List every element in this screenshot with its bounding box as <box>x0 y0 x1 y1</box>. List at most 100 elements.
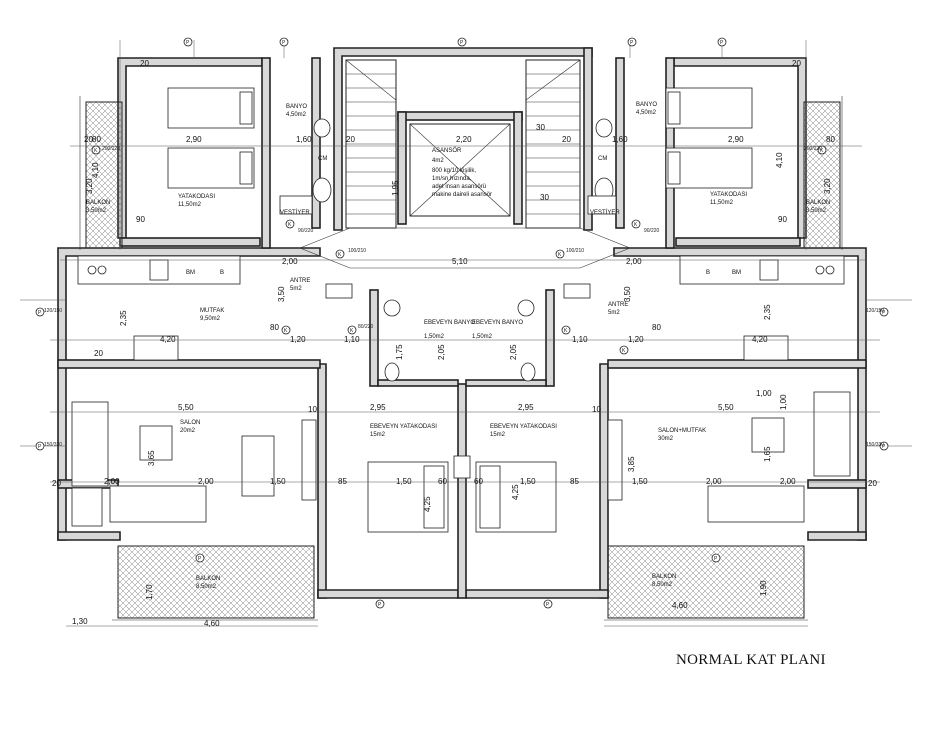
dim-label: 2,35 <box>763 304 772 320</box>
elevator-line-4: makine daireli asansör <box>432 192 492 198</box>
dim-label: 2,90 <box>186 135 202 144</box>
dim-label: 1,75 <box>395 344 404 360</box>
dim-label: 2,20 <box>456 135 472 144</box>
dim-label: 1,60 <box>612 135 628 144</box>
dim-label: 2,95 <box>518 403 534 412</box>
dim-label: 20 <box>792 59 801 68</box>
dim-label: 4,25 <box>423 496 432 512</box>
door-marker-k: K <box>634 222 638 228</box>
dim-label: 80 <box>270 323 279 332</box>
dim-label: 2,00 <box>104 477 120 486</box>
room-name-balcony-right-top: BALKON <box>806 200 830 206</box>
dim-label: 4,10 <box>775 152 784 168</box>
dim-label: 3,20 <box>823 178 832 194</box>
dim-label: 2,00 <box>626 257 642 266</box>
balconies <box>79 96 843 621</box>
dim-label: 1,20 <box>628 335 644 344</box>
dim-label: 3,85 <box>627 456 636 472</box>
room-name-master-bed-right: EBEVEYN YATAKODASI <box>490 424 557 430</box>
elevator-line-3: adet insan asansörü <box>432 184 486 190</box>
room-name-master-bath-left: EBEVEYN BANYO <box>424 320 475 326</box>
dim-label: 1,30 <box>72 617 88 626</box>
dim-label: 4,20 <box>160 335 176 344</box>
dim-label: 85 <box>338 477 347 486</box>
room-name-salon-right: SALON+MUTFAK <box>658 428 706 434</box>
window-size-label: 120/150 <box>44 308 62 314</box>
window-marker-p: P <box>630 40 634 46</box>
dim-label: 2,00 <box>282 257 298 266</box>
window-size-label: 120/150 <box>866 308 884 314</box>
dim-label: 1,00 <box>756 389 772 398</box>
window-marker-p: P <box>198 556 202 562</box>
room-area-master-bed-right: 15m2 <box>490 432 506 438</box>
dim-label: 20 <box>562 135 571 144</box>
exterior-walls <box>57 47 867 599</box>
room-area-bath-left: 4,50m2 <box>286 112 307 118</box>
room-area-master-bed-left: 15m2 <box>370 432 386 438</box>
dim-label: 1,95 <box>391 180 400 196</box>
room-area-bath-right: 4,50m2 <box>636 110 657 116</box>
dim-label: 2,05 <box>509 344 518 360</box>
dim-label: 10 <box>308 405 317 414</box>
room-name-balcony-left-top: BALKON <box>86 200 110 206</box>
dim-label: 85 <box>570 477 579 486</box>
plan-title: NORMAL KAT PLANI <box>676 652 826 668</box>
room-name-balcony-left-bottom: BALKON <box>196 576 220 582</box>
vertical-dimension-labels: 4,10 4,10 3,20 3,20 3,50 3,50 2,35 2,35 … <box>85 152 832 600</box>
b-label-left: B <box>220 270 224 276</box>
dim-label: 1,00 <box>779 394 788 410</box>
room-name-antre-left: ANTRE <box>290 278 310 284</box>
dim-label: 20 <box>140 59 149 68</box>
dim-label: 4,10 <box>91 162 100 178</box>
dim-label: 90 <box>136 215 145 224</box>
door-marker-k: K <box>288 222 292 228</box>
door-size-label: 100/210 <box>566 248 584 254</box>
dimension-lines <box>20 40 912 627</box>
vestiyer-label-left: VESTİYER <box>280 209 310 216</box>
dim-label: 1,50 <box>632 477 648 486</box>
dim-label: 5,50 <box>718 403 734 412</box>
window-marker-p: P <box>546 602 550 608</box>
dim-label: 1,65 <box>763 446 772 462</box>
dim-label: 80 <box>92 135 101 144</box>
dim-label: 4,60 <box>672 601 688 610</box>
door-marker-k: K <box>350 328 354 334</box>
door-marker-k: K <box>820 148 824 154</box>
bm-label-right: BM <box>732 270 741 276</box>
room-area-bedroom-right: 11,50m2 <box>710 200 734 206</box>
window-size-label: 150/330 <box>44 442 62 448</box>
dim-label: 80 <box>826 135 835 144</box>
b-label-right: B <box>706 270 710 276</box>
window-marker-p: P <box>282 40 286 46</box>
dim-label: 1,50 <box>270 477 286 486</box>
room-name-bedroom-right: YATAKODASI <box>710 192 747 198</box>
door-size-label: 100/210 <box>348 248 366 254</box>
window-size-label: 150/330 <box>866 442 884 448</box>
dim-label: 1,50 <box>396 477 412 486</box>
room-labels: YATAKODASI 11,50m2 YATAKODASI 11,50m2 BA… <box>86 102 830 590</box>
window-marker-p: P <box>882 310 886 316</box>
elevator-area: 4m2 <box>432 158 444 164</box>
door-size-label: 90/220 <box>644 228 660 234</box>
dim-label: 3,65 <box>147 450 156 466</box>
room-area-salon-left: 20m2 <box>180 428 196 434</box>
opening-markers: P 120/150 P 120/150 P 150/330 P 150/330 … <box>35 37 889 609</box>
window-marker-p: P <box>38 444 42 450</box>
room-area-master-bath-left: 1,50m2 <box>424 334 445 340</box>
window-marker-p: P <box>38 310 42 316</box>
room-area-antre-left: 5m2 <box>290 286 302 292</box>
window-marker-p: P <box>186 40 190 46</box>
room-area-balcony-right-bottom: 8,50m2 <box>652 582 673 588</box>
dim-label: 20 <box>94 349 103 358</box>
dim-label: 10 <box>592 405 601 414</box>
room-area-salon-right: 30m2 <box>658 436 674 442</box>
room-name-bath-right: BANYO <box>636 102 657 108</box>
door-marker-k: K <box>338 252 342 258</box>
dim-label: 2,95 <box>370 403 386 412</box>
elevator-line-2: 1m/sn hızında, <box>432 176 472 182</box>
dim-label: 2,00 <box>780 477 796 486</box>
bm-label-left: BM <box>186 270 195 276</box>
door-marker-k: K <box>558 252 562 258</box>
staircase <box>299 59 631 269</box>
dim-label: 4,25 <box>511 484 520 500</box>
